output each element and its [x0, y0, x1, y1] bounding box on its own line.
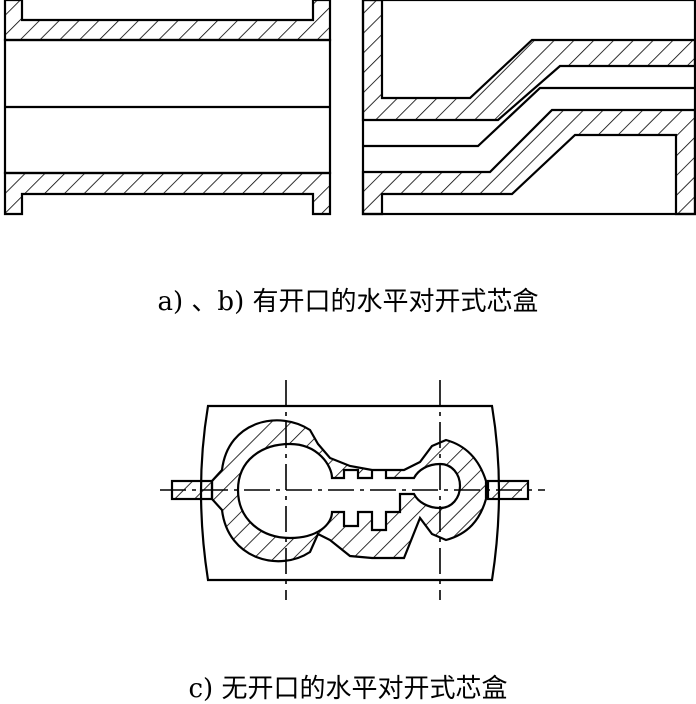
core-box-a-top-wall [3, 0, 332, 42]
core-box-a-bottom-wall [3, 171, 332, 216]
core-box-c [160, 380, 545, 600]
core-box-b [361, 0, 696, 216]
core-box-b-lower-wall [361, 108, 696, 216]
core-box-b-parting-line [363, 86, 695, 148]
core-box-c-body [199, 404, 501, 582]
caption-c: c) 无开口的水平对开式芯盒 [188, 674, 508, 704]
core-box-a [3, 0, 332, 216]
core-box-c-cavity-wall [210, 419, 488, 563]
core-box-b-upper-wall [361, 0, 696, 122]
caption-ab: a) 、b) 有开口的水平对开式芯盒 [157, 287, 539, 317]
